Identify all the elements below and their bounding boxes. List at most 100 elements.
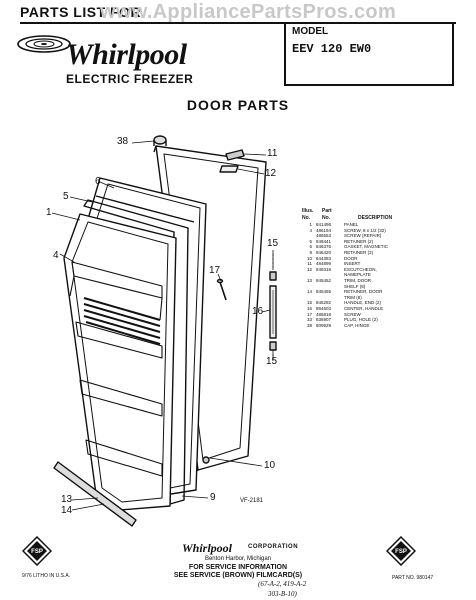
footer-litho: 9/76 LITHO IN U.S.A. <box>22 573 71 579</box>
plug-hole <box>202 456 210 464</box>
row-description: TRIM (8) <box>344 294 362 300</box>
table-row: SHELF (8) <box>300 284 470 290</box>
product-subtitle: ELECTRIC FREEZER <box>66 72 194 86</box>
footer-corporation: CORPORATION <box>248 544 299 550</box>
header-part: Part <box>322 208 332 214</box>
callout-12: 12 <box>265 168 277 179</box>
row-description: HANDLE, END (2) <box>344 300 382 306</box>
header-part-no: No. <box>322 215 331 221</box>
row-illus-no: 33 <box>306 317 312 323</box>
fsp-logo-left: FSP <box>22 536 52 566</box>
table-row: 4 486194 SCREW, 8 x 1/2 (32) <box>300 228 470 234</box>
row-illus-no: 17 <box>306 311 312 317</box>
header-no: No. <box>302 215 311 221</box>
header-illus: Illus. <box>302 208 314 214</box>
row-illus-no: 11 <box>307 261 312 267</box>
row-part-no: 486194 <box>316 227 332 233</box>
row-illus-no: 1 <box>309 222 312 227</box>
callout-15-top: 15 <box>267 238 279 249</box>
header-rule <box>20 22 456 24</box>
inner-door-panel <box>63 213 177 511</box>
fsp-logo-right: FSP <box>386 536 416 566</box>
row-illus-no: 14 <box>306 289 312 295</box>
row-part-no: 845455 <box>316 289 332 295</box>
row-illus-no: 16 <box>306 305 312 311</box>
door-trim-bar <box>53 461 137 527</box>
row-description: SCREW <box>344 311 361 317</box>
row-illus-no: 5 <box>309 238 312 244</box>
row-part-no: 836907 <box>316 317 332 323</box>
row-part-no: 484899 <box>316 261 332 267</box>
row-description: INSERT <box>344 261 361 267</box>
section-title: DOOR PARTS <box>186 97 290 113</box>
parts-table-header: Illus. No. Part No. DESCRIPTION <box>300 208 470 222</box>
row-description: NAMEPLATE <box>344 272 371 278</box>
footer-service-info: FOR SERVICE INFORMATION <box>188 564 288 571</box>
row-part-no: 848441 <box>316 238 332 244</box>
row-illus-no: 38 <box>306 322 312 328</box>
callout-14: 14 <box>61 505 73 516</box>
footer-handwritten-2: 303-B-10) <box>268 590 297 598</box>
callout-16: 16 <box>252 306 264 317</box>
door-shelves <box>69 261 163 477</box>
callout-13: 13 <box>61 494 73 505</box>
row-description: PANEL <box>344 222 359 227</box>
screw <box>216 278 227 301</box>
figure-code: VF-2181 <box>240 498 264 504</box>
callout-6: 6 <box>95 176 101 187</box>
row-part-no: 845452 <box>316 277 332 283</box>
row-part-no: 884603 <box>316 305 332 311</box>
footer-city: Benton Harbor, Michigan <box>204 556 272 562</box>
row-description: SHELF (8) <box>344 283 366 289</box>
model-number: EEV 120 EW0 <box>292 42 372 56</box>
fsp-label-right: FSP <box>395 549 407 555</box>
row-illus-no: 15 <box>306 300 312 306</box>
table-row: 12 849318 ESCUTCHEON, <box>300 267 470 273</box>
model-label: MODEL <box>292 26 329 37</box>
row-illus-no: 6 <box>309 244 312 250</box>
row-part-no: 849318 <box>316 266 332 272</box>
callout-15-bottom: 15 <box>266 356 278 367</box>
model-box: MODEL EEV 120 EW0 <box>284 22 454 86</box>
row-illus-no: 12 <box>306 266 312 272</box>
callout-9: 9 <box>210 492 216 503</box>
row-illus-no: 9 <box>309 249 312 255</box>
footer-part-no: PART NO. 980147 <box>392 575 434 581</box>
row-illus-no: 4 <box>309 227 312 233</box>
header-description: DESCRIPTION <box>358 215 393 221</box>
watermark: www.AppliancePartsPros.com <box>100 1 397 23</box>
row-description: ESCUTCHEON, <box>344 266 377 272</box>
row-part-no: 844383 <box>316 255 332 261</box>
callout-1: 1 <box>46 207 52 218</box>
row-part-no: 846376 <box>316 244 332 250</box>
row-description: SCREW, 8 x 1/2 (32) <box>344 227 386 233</box>
row-description: DOOR <box>344 255 358 261</box>
brand-logo: Whirlpool <box>66 38 187 71</box>
row-illus-no: 13 <box>306 277 312 283</box>
callout-17: 17 <box>209 265 221 276</box>
callout-38: 38 <box>117 136 129 147</box>
table-row: NAMEPLATE <box>300 272 470 278</box>
row-part-no: 809929 <box>316 322 332 328</box>
fsp-label-left: FSP <box>31 549 43 555</box>
footer-handwritten-1: (67-A-2, 419-A-2 <box>258 580 307 588</box>
callout-4: 4 <box>53 250 59 261</box>
table-row: 5 848441 RETAINER (2) <box>300 239 470 245</box>
footer-brand: Whirlpool <box>182 541 233 555</box>
escutcheon-insert <box>219 149 245 173</box>
row-part-no: 486553 <box>316 233 332 239</box>
row-description: RETAINER (2) <box>344 238 374 244</box>
callout-10: 10 <box>264 460 276 471</box>
